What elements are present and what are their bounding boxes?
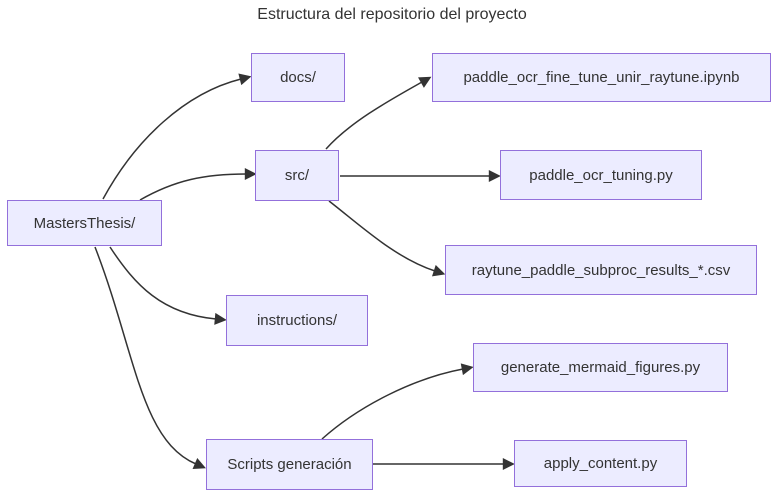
node-ipynb-notebook: paddle_ocr_fine_tune_unir_raytune.ipynb [432,53,771,102]
node-tuning-script: paddle_ocr_tuning.py [500,150,702,200]
node-masters-thesis: MastersThesis/ [7,200,162,246]
node-apply-content: apply_content.py [514,440,687,487]
node-docs: docs/ [251,53,345,102]
edge-masters-docs [102,73,252,200]
edge-src-ipynb [325,76,432,150]
diagram-title: Estructura del repositorio del proyecto [257,6,527,23]
node-scripts-generation: Scripts generación [206,439,373,490]
edge-masters-instructions [109,246,227,325]
node-results-csv: raytune_paddle_subproc_results_*.csv [445,245,757,295]
edge-scripts-genmermaid [321,363,474,440]
edge-masters-src [139,168,257,201]
node-instructions: instructions/ [226,295,368,346]
node-src: src/ [255,150,339,201]
node-generate-mermaid: generate_mermaid_figures.py [473,343,728,392]
edge-masters-scripts [94,246,206,470]
edge-src-csv [328,200,446,277]
